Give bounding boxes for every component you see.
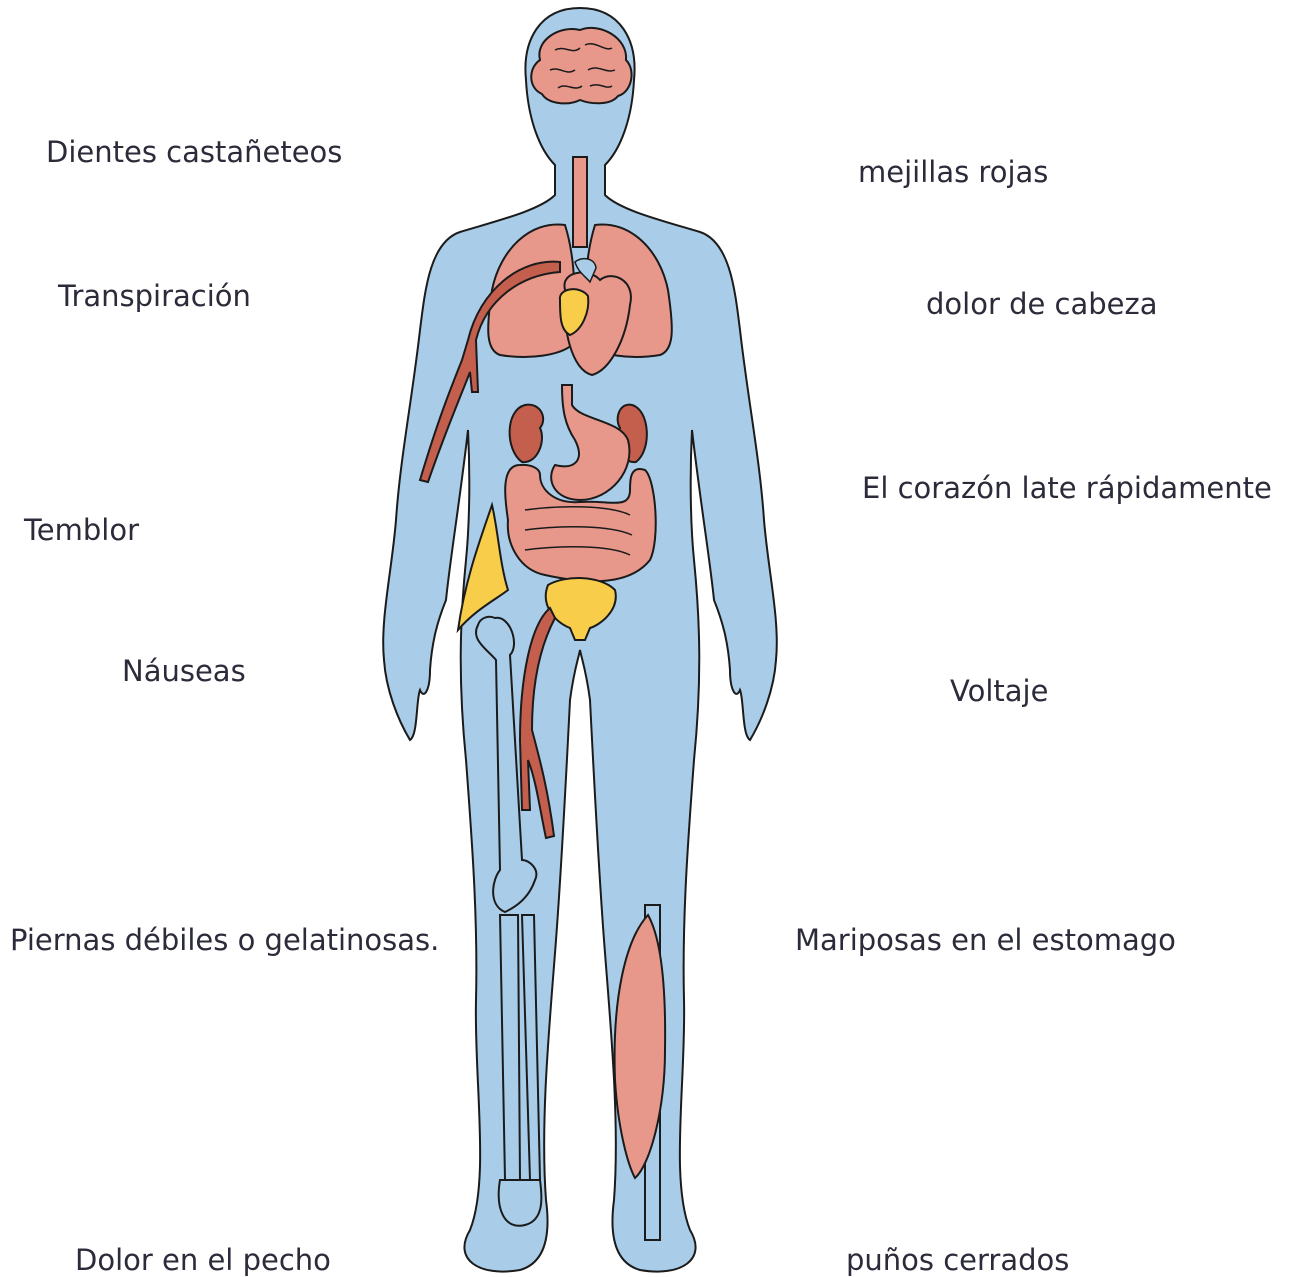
trachea (573, 157, 587, 247)
label-dientes: Dientes castañeteos (46, 138, 342, 167)
label-mejillas: mejillas rojas (858, 158, 1048, 187)
label-dolor-pecho: Dolor en el pecho (75, 1246, 331, 1275)
brain (531, 28, 631, 103)
label-corazon: El corazón late rápidamente (862, 474, 1272, 503)
left-kidney (510, 405, 544, 462)
label-punos: puños cerrados (846, 1246, 1069, 1275)
label-voltaje: Voltaje (950, 677, 1048, 706)
label-piernas: Piernas débiles o gelatinosas. (10, 926, 439, 955)
label-nauseas: Náuseas (122, 657, 246, 686)
label-dolor-cabeza: dolor de cabeza (926, 290, 1158, 319)
label-temblor: Temblor (24, 516, 139, 545)
label-mariposas: Mariposas en el estomago (795, 926, 1176, 955)
label-transpiracion: Transpiración (58, 282, 251, 311)
